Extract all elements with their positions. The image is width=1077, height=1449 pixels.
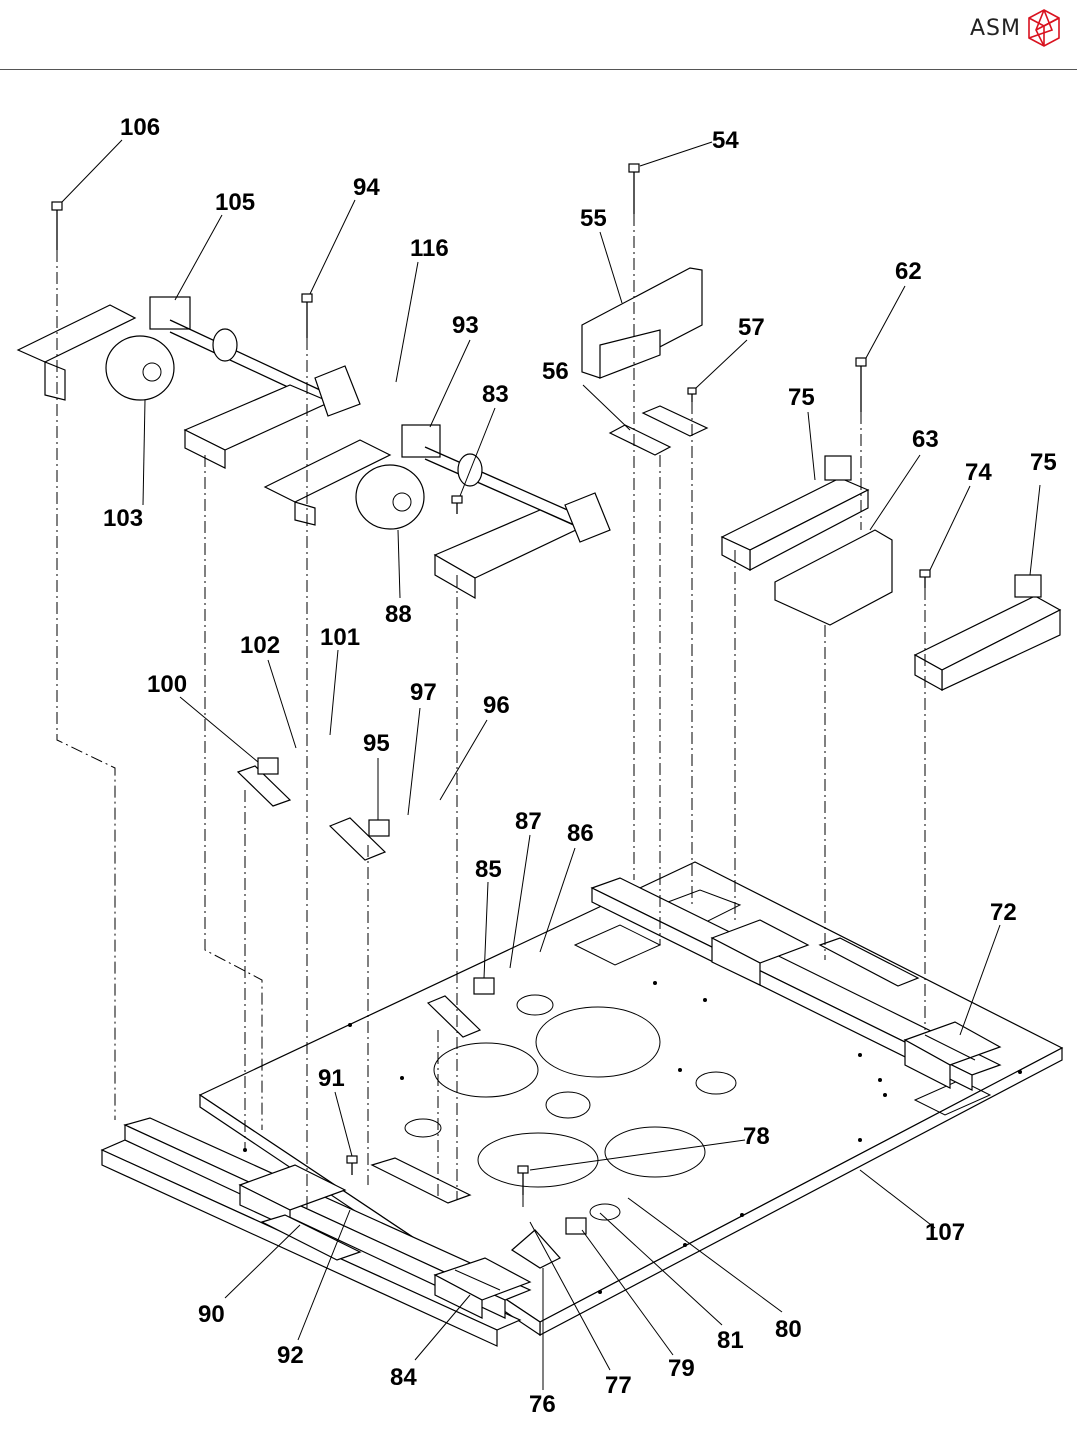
callout-74: 74: [965, 459, 992, 486]
shim-57: [643, 406, 707, 436]
callout-88: 88: [385, 601, 412, 628]
callout-102: 102: [240, 632, 280, 659]
brand: ASM: [970, 8, 1061, 48]
block-75-right: [915, 575, 1060, 690]
callout-116: 116: [410, 235, 449, 262]
callout-77: 77: [605, 1372, 632, 1399]
callout-100: 100: [147, 671, 187, 698]
callout-92: 92: [277, 1342, 304, 1369]
callout-76: 76: [529, 1391, 556, 1418]
callout-57: 57: [738, 314, 765, 341]
callout-105: 105: [215, 189, 255, 216]
callout-107: 107: [925, 1219, 965, 1246]
callout-86: 86: [567, 820, 594, 847]
callout-54: 54: [712, 127, 739, 154]
callout-72: 72: [990, 899, 1017, 926]
callout-81: 81: [717, 1327, 744, 1354]
brand-name: ASM: [970, 16, 1021, 41]
callout-90: 90: [198, 1301, 225, 1328]
exploded-assembly-drawing: 106 105 94 116 93 83 103 88 54 55 57 56 …: [0, 72, 1077, 1442]
motor-drive-assembly-103: [18, 297, 360, 468]
callout-94: 94: [353, 174, 380, 201]
callout-103: 103: [103, 505, 143, 532]
callout-79: 79: [668, 1355, 695, 1382]
callout-78: 78: [743, 1123, 770, 1150]
callout-93: 93: [452, 312, 479, 339]
callout-80: 80: [775, 1316, 802, 1343]
callout-97: 97: [410, 679, 437, 706]
callout-91: 91: [318, 1065, 345, 1092]
callout-96: 96: [483, 692, 510, 719]
callout-101: 101: [320, 624, 360, 651]
callout-106: 106: [120, 114, 160, 141]
asm-cube-logo-icon: [1027, 8, 1061, 48]
callout-62: 62: [895, 258, 922, 285]
callout-95: 95: [363, 730, 390, 757]
callout-87: 87: [515, 808, 542, 835]
callout-75-right: 75: [1030, 449, 1057, 476]
callout-75-left: 75: [788, 384, 815, 411]
shim-56: [610, 425, 670, 455]
motor-drive-assembly-88: [265, 425, 610, 598]
callout-85: 85: [475, 856, 502, 883]
header-rule: [0, 69, 1077, 70]
callout-83: 83: [482, 381, 509, 408]
callout-84: 84: [390, 1364, 417, 1391]
callout-55: 55: [580, 205, 607, 232]
callout-63: 63: [912, 426, 939, 453]
callout-56: 56: [542, 358, 569, 385]
page-header: ASM: [0, 0, 1077, 70]
bracket-55: [582, 268, 702, 378]
